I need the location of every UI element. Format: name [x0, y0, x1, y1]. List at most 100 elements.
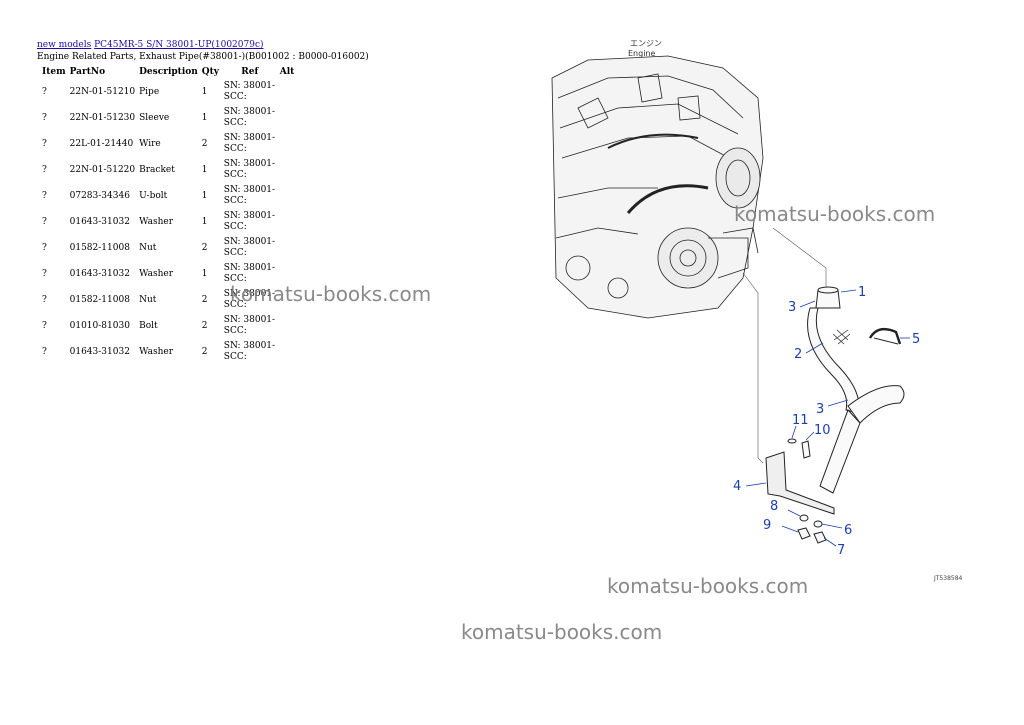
callout-11: 11 [792, 413, 809, 428]
row-partno: 22N-01-51210 [69, 87, 136, 97]
header-partno: PartNo [69, 67, 106, 77]
row-item: ? [42, 321, 47, 331]
callout-8: 8 [770, 499, 778, 514]
row-qty: 1 [201, 191, 208, 201]
row-ref: SN: 38001-SCC: [223, 107, 276, 128]
header-ref: Ref [241, 67, 259, 77]
row-partno: 01010-81030 [69, 321, 130, 331]
watermark: komatsu-books.com [607, 574, 809, 598]
callouts: 1 2 3 3 4 5 6 7 8 9 10 11 [733, 285, 920, 558]
row-item: ? [42, 113, 47, 123]
callout-7: 7 [837, 543, 845, 558]
row-item: ? [42, 269, 47, 279]
row-qty: 1 [201, 165, 208, 175]
exhaust-pipe [765, 286, 905, 544]
row-qty: 2 [201, 295, 208, 305]
row-partno: 01643-31032 [69, 347, 130, 357]
row-ref: SN: 38001-SCC: [223, 289, 276, 310]
header-alt: Alt [279, 67, 295, 77]
breadcrumb-model-link[interactable]: PC45MR-5 S/N 38001-UP(1002079c) [94, 40, 264, 50]
leader-lines [742, 227, 827, 464]
callout-9: 9 [763, 518, 771, 533]
row-alt [278, 339, 302, 365]
table-row: ? 01582-11008 Nut 2 SN: 38001-SCC: [37, 287, 302, 313]
engine-illustration [551, 55, 764, 319]
callout-6: 6 [844, 523, 852, 538]
row-ref: SN: 38001-SCC: [223, 263, 276, 284]
callout-4: 4 [733, 479, 741, 494]
callout-3-top: 3 [788, 300, 796, 315]
row-qty: 1 [201, 269, 208, 279]
row-description: Bracket [139, 165, 175, 175]
row-item: ? [42, 217, 47, 227]
table-row: ? 01010-81030 Bolt 2 SN: 38001-SCC: [37, 313, 302, 339]
row-ref: SN: 38001-SCC: [223, 159, 276, 180]
page-title: Engine Related Parts, Exhaust Pipe(#3800… [37, 52, 369, 62]
breadcrumb: new models PC45MR-5 S/N 38001-UP(1002079… [37, 40, 264, 50]
row-partno: 07283-34346 [69, 191, 130, 201]
row-alt [278, 105, 302, 131]
row-description: Washer [139, 347, 174, 357]
engine-label-jp: エンジン [630, 39, 662, 48]
row-ref: SN: 38001-SCC: [223, 133, 276, 154]
row-ref: SN: 38001-SCC: [223, 341, 276, 362]
engine-label-en: Engine [628, 49, 655, 58]
row-partno: 22N-01-51220 [69, 165, 136, 175]
row-qty: 2 [201, 347, 208, 357]
row-ref: SN: 38001-SCC: [223, 315, 276, 336]
callout-10: 10 [814, 423, 831, 438]
row-item: ? [42, 139, 47, 149]
breadcrumb-new-models-link[interactable]: new models [37, 40, 92, 50]
header-qty: Qty [201, 67, 220, 77]
row-partno: 22L-01-21440 [69, 139, 134, 149]
row-qty: 1 [201, 217, 208, 227]
row-alt [278, 209, 302, 235]
row-item: ? [42, 87, 47, 97]
row-partno: 01582-11008 [69, 295, 130, 305]
row-alt [278, 183, 302, 209]
row-alt [278, 235, 302, 261]
callout-2: 2 [794, 347, 802, 362]
row-item: ? [42, 165, 47, 175]
row-description: Wire [139, 139, 161, 149]
parts-table: Item PartNo Description Qty Ref Alt ?22N… [37, 65, 302, 365]
row-item: ? [42, 243, 47, 253]
row-description: Sleeve [139, 113, 170, 123]
watermark: komatsu-books.com [734, 202, 936, 226]
row-partno: 01643-31032 [69, 217, 130, 227]
table-header-row: Item PartNo Description Qty Ref Alt [37, 65, 302, 79]
row-alt [278, 79, 302, 105]
row-qty: 1 [201, 87, 208, 97]
row-description: U-bolt [139, 191, 168, 201]
row-qty: 2 [201, 321, 208, 331]
row-qty: 1 [201, 113, 208, 123]
table-row: ? 22L-01-21440 Wire 2 SN: 38001-SCC: [37, 131, 302, 157]
row-ref: SN: 38001-SCC: [223, 185, 276, 206]
header-description: Description [139, 67, 198, 77]
row-ref: SN: 38001-SCC: [223, 237, 276, 258]
row-qty: 2 [201, 139, 208, 149]
row-partno: 01643-31032 [69, 269, 130, 279]
row-description: Bolt [139, 321, 158, 331]
row-ref: SN: 38001-SCC: [223, 211, 276, 232]
row-qty: 2 [201, 243, 208, 253]
callout-5: 5 [912, 332, 920, 347]
watermark: komatsu-books.com [230, 282, 432, 306]
row-ref: SN: 38001-SCC: [223, 81, 276, 102]
row-partno: 01582-11008 [69, 243, 130, 253]
row-item: ? [42, 295, 47, 305]
callout-3-bottom: 3 [816, 402, 824, 417]
row-description: Nut [139, 295, 157, 305]
row-partno: 22N-01-51230 [69, 113, 136, 123]
row-description: Pipe [139, 87, 160, 97]
watermark: komatsu-books.com [461, 620, 663, 644]
drawing-code: JT538584 [933, 575, 963, 582]
row-description: Washer [139, 217, 174, 227]
